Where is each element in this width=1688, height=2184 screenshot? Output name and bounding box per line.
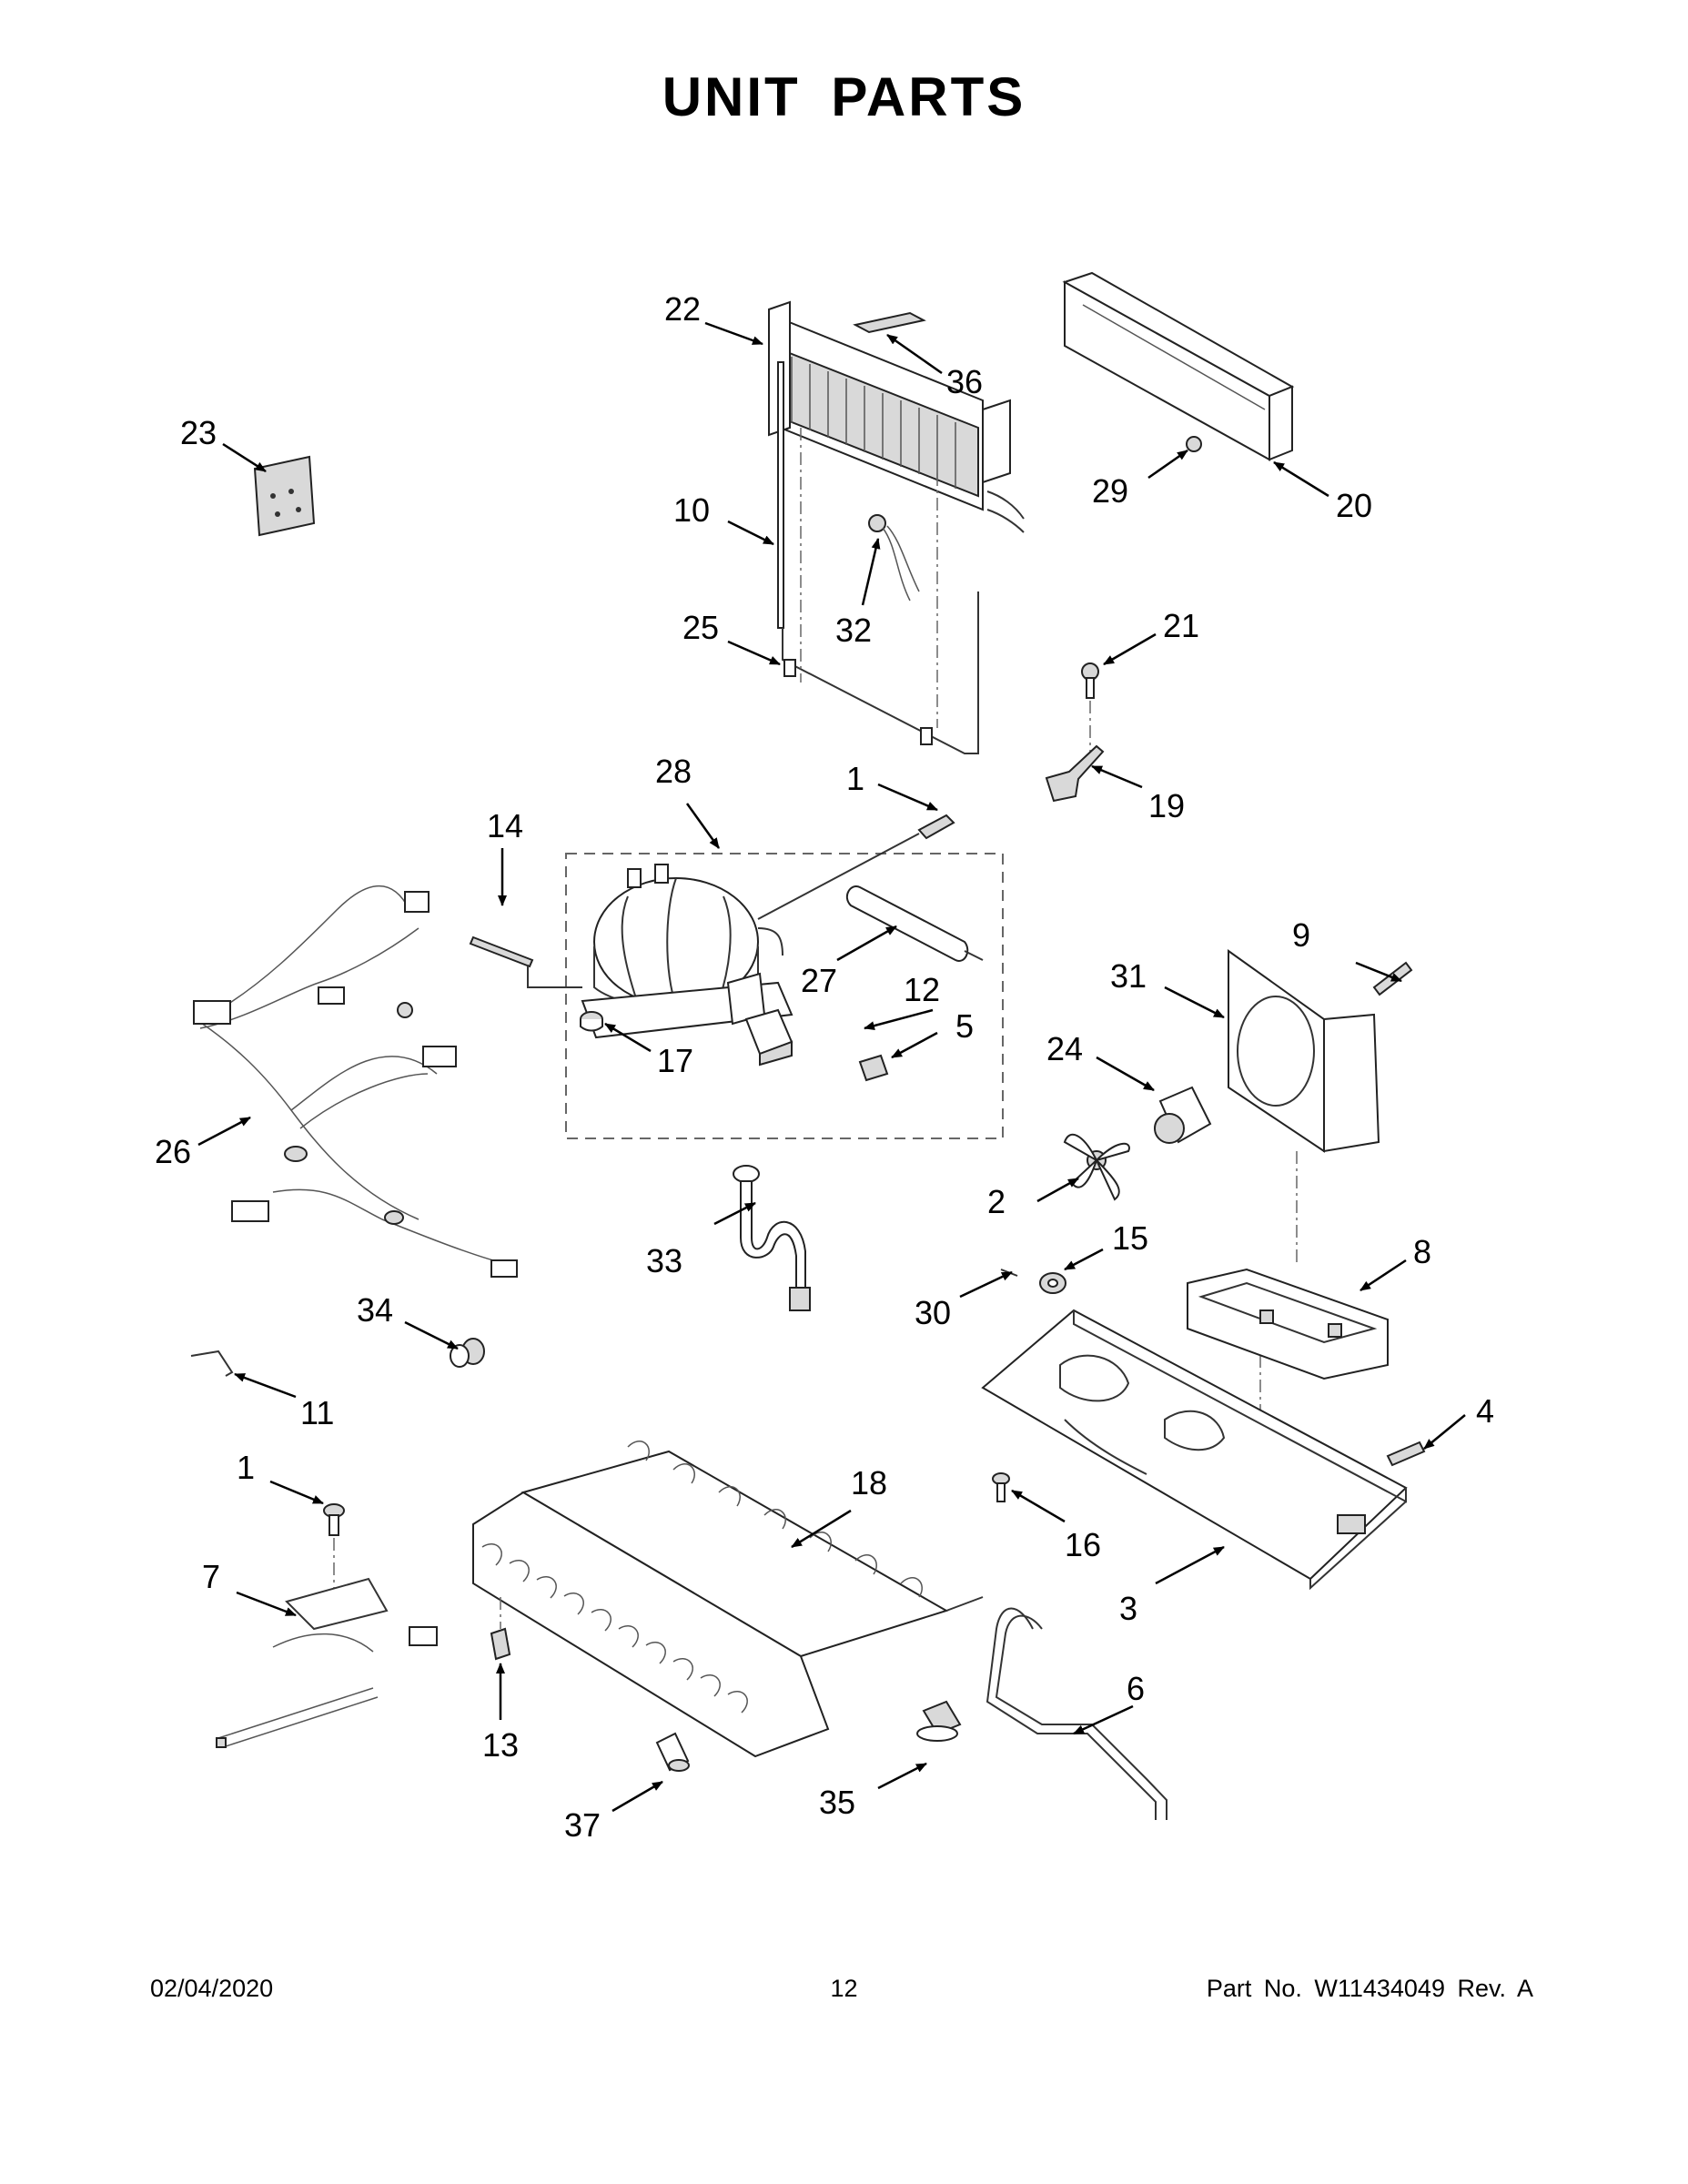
- fan-motor-part: [1154, 1086, 1212, 1144]
- callout-10: 10: [673, 491, 710, 529]
- drain-tube-part: [733, 1165, 811, 1311]
- callout-36: 36: [946, 363, 983, 400]
- callout-23: 23: [180, 414, 217, 451]
- wire-harness-part: [193, 885, 518, 1278]
- callout-25: 25: [682, 609, 719, 646]
- page-title: UNIT PARTS: [662, 66, 1026, 127]
- tube-part: [655, 1732, 690, 1772]
- drain-heater-part: [782, 592, 979, 754]
- callout-24: 24: [1046, 1030, 1083, 1067]
- callout-arrows: [197, 321, 1466, 1813]
- screw-part: [1081, 662, 1099, 699]
- callout-28: 28: [655, 753, 692, 790]
- callout-31: 31: [1110, 957, 1147, 995]
- callout-30: 30: [915, 1294, 951, 1331]
- callout-13: 13: [482, 1726, 519, 1764]
- screw-4-part: [1386, 1441, 1426, 1467]
- callout-20: 20: [1336, 487, 1372, 524]
- callout-15: 15: [1112, 1219, 1148, 1257]
- grommet-15-part: [1039, 1272, 1066, 1294]
- callout-9: 9: [1292, 916, 1310, 954]
- capacitor-part: [858, 1054, 889, 1082]
- fan-bracket-part: [1187, 1268, 1389, 1380]
- damper-part: [450, 1338, 485, 1368]
- evaporator-part: [472, 1441, 984, 1758]
- heater-rod-part: [777, 361, 784, 629]
- foam-pad-part: [853, 311, 926, 334]
- fan-blade-part: [1063, 1133, 1130, 1201]
- strap-part: [469, 935, 534, 968]
- callout-33: 33: [646, 1242, 682, 1279]
- screw-1-part: [323, 1503, 345, 1536]
- callout-35: 35: [819, 1784, 855, 1821]
- base-plate-part: [981, 1309, 1408, 1591]
- wire-clip-part: [190, 1350, 234, 1377]
- callout-37: 37: [564, 1806, 601, 1844]
- callout-32: 32: [835, 612, 872, 649]
- callout-3: 3: [1119, 1590, 1137, 1627]
- footer-date: 02/04/2020: [150, 1975, 274, 2002]
- callout-labels: 22 36 20 29 23 10 32 25 21 19 28 1 14 27…: [155, 290, 1494, 1844]
- footer-part-number: Part No. W11434049 Rev. A: [1206, 1975, 1533, 2002]
- callout-12: 12: [904, 971, 940, 1008]
- callout-34: 34: [357, 1291, 393, 1329]
- callout-4: 4: [1476, 1392, 1494, 1430]
- callout-17: 17: [657, 1042, 693, 1079]
- callout-1-top: 1: [846, 760, 864, 797]
- callout-22: 22: [664, 290, 701, 328]
- control-board-part: [253, 455, 316, 537]
- callout-21: 21: [1163, 607, 1199, 644]
- fan-shroud-part: [1228, 949, 1380, 1153]
- callout-2: 2: [987, 1183, 1006, 1220]
- evaporator-coil-part: [768, 300, 1025, 533]
- callout-11: 11: [300, 1394, 334, 1431]
- callout-7: 7: [202, 1558, 220, 1595]
- bracket-part: [1045, 744, 1105, 803]
- clip-part: [1186, 436, 1202, 452]
- drier-part: [845, 885, 984, 962]
- callout-6: 6: [1127, 1670, 1145, 1707]
- cover-channel-part: [1062, 271, 1295, 461]
- callout-18: 18: [851, 1464, 887, 1502]
- callout-1-low: 1: [237, 1449, 255, 1486]
- compressor-part: [581, 864, 793, 1039]
- callout-19: 19: [1148, 787, 1185, 824]
- callout-27: 27: [801, 962, 837, 999]
- fitting-part: [917, 814, 955, 840]
- heater-harness-part: [216, 1577, 438, 1748]
- footer-page-number: 12: [830, 1975, 858, 2002]
- relay-part: [744, 1008, 793, 1067]
- sensor-part: [868, 514, 920, 602]
- callout-16: 16: [1065, 1526, 1101, 1563]
- callout-8: 8: [1413, 1233, 1431, 1270]
- clip-13-part: [490, 1597, 511, 1661]
- drain-tube-wire-part: [986, 1607, 1157, 1820]
- callout-14: 14: [487, 807, 523, 844]
- thermostat-part: [916, 1700, 962, 1742]
- callout-29: 29: [1092, 472, 1128, 510]
- compressor-kit-box: [565, 853, 1004, 1139]
- screw-16-part: [992, 1472, 1010, 1502]
- callout-26: 26: [155, 1133, 191, 1170]
- grommet-part: [580, 1011, 603, 1032]
- callout-5: 5: [955, 1007, 974, 1045]
